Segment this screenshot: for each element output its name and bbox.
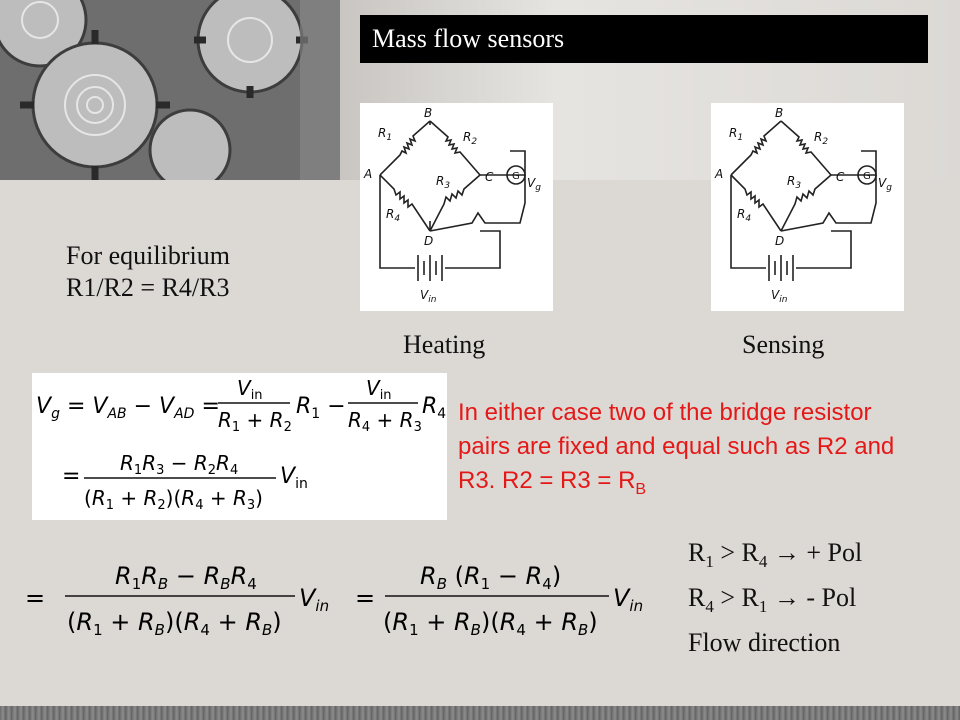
node-b-label: B	[775, 106, 783, 120]
gears-image	[0, 0, 340, 180]
resistor-r1-label: R1	[729, 126, 743, 143]
svg-text:=: =	[62, 464, 80, 489]
galvanometer-label: G	[512, 171, 520, 182]
vout-equations: = R1RB − RBR4 (R1 + RB)(R4 + RB) Vin = R…	[25, 562, 643, 639]
equilibrium-equation: R1/R2 = R4/R3	[66, 273, 230, 302]
svg-text:R4 + R3: R4 + R3	[348, 408, 422, 435]
bridge-note-text: In either case two of the bridge resisto…	[458, 399, 895, 494]
equilibrium-condition: For equilibrium R1/R2 = R4/R3	[66, 240, 230, 304]
node-a-label: A	[714, 167, 723, 181]
flow-direction-label: Flow direction	[688, 628, 841, 658]
svg-text:(R1 + RB)(R4 + RB): (R1 + RB)(R4 + RB)	[383, 608, 598, 639]
resistor-r3-label: R3	[787, 174, 801, 191]
svg-text:R1 −: R1 −	[296, 394, 346, 422]
polarity-line-1: R1 > R4 → + Pol	[688, 538, 863, 572]
vin-label: Vin	[420, 288, 437, 305]
heating-circuit: B A C D R1 R2 R3 R4 G Vg Vin	[360, 103, 553, 311]
heating-label: Heating	[403, 330, 486, 359]
title-bar: Mass flow sensors	[360, 15, 928, 63]
sensing-label: Sensing	[742, 330, 825, 359]
equilibrium-heading: For equilibrium	[66, 241, 230, 270]
vin-label: Vin	[771, 288, 788, 305]
node-d-label: D	[424, 234, 433, 248]
node-c-label: C	[836, 170, 845, 184]
resistor-r4-label: R4	[386, 207, 400, 224]
svg-text:Vin: Vin	[613, 584, 643, 615]
vg-label: Vg	[878, 176, 892, 193]
svg-text:R4: R4	[422, 394, 446, 422]
svg-text:(R1 + RB)(R4 + RB): (R1 + RB)(R4 + RB)	[67, 608, 282, 639]
svg-text:Vin: Vin	[237, 376, 263, 403]
galvanometer-label: G	[863, 171, 871, 182]
vg-equation-image: Vg = VAB − VAD = Vin R1 + R2 R1 − Vin R4…	[32, 373, 447, 520]
svg-text:(R1 + R2)(R4 + R3): (R1 + R2)(R4 + R3)	[84, 486, 263, 513]
bridge-note-subscript: B	[635, 480, 647, 498]
resistor-r1-label: R1	[378, 126, 392, 143]
svg-text:R1RB − RBR4: R1RB − RBR4	[115, 562, 257, 593]
svg-text:Vin: Vin	[366, 376, 392, 403]
polarity-list: R1 > R4 → + Pol R4 > R1 → - Pol Flow dir…	[688, 535, 862, 661]
node-b-label: B	[424, 106, 432, 120]
svg-text:R1 + R2: R1 + R2	[218, 408, 292, 435]
resistor-r2-label: R2	[814, 130, 828, 147]
svg-text:=: =	[25, 584, 45, 612]
svg-text:Vg = VAB − VAD =: Vg = VAB − VAD =	[36, 394, 220, 422]
node-d-label: D	[775, 234, 784, 248]
node-c-label: C	[485, 170, 494, 184]
svg-text:Vin: Vin	[280, 464, 308, 492]
svg-text:R1R3 − R2R4: R1R3 − R2R4	[120, 451, 238, 478]
node-a-label: A	[363, 167, 372, 181]
slide-title: Mass flow sensors	[372, 24, 565, 53]
bridge-note: In either case two of the bridge resisto…	[458, 396, 928, 507]
resistor-r4-label: R4	[737, 207, 751, 224]
polarity-line-2: R4 > R1 → - Pol	[688, 583, 857, 617]
vg-label: Vg	[527, 176, 541, 193]
svg-text:RB (R1 − R4): RB (R1 − R4)	[420, 562, 561, 593]
svg-text:Vin: Vin	[299, 584, 329, 615]
bottom-strip	[0, 706, 960, 720]
svg-text:=: =	[355, 584, 375, 612]
resistor-r2-label: R2	[463, 130, 477, 147]
resistor-r3-label: R3	[436, 174, 450, 191]
sensing-circuit: B A C D R1 R2 R3 R4 G Vg Vin	[711, 103, 904, 311]
